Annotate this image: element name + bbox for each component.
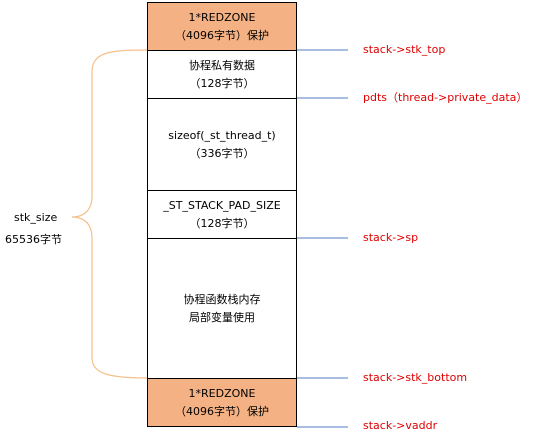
stack-memory-block: 协程函数栈内存 局部变量使用 bbox=[147, 238, 297, 378]
stk-top-pointer-label: stack->stk_top bbox=[363, 43, 446, 56]
stack-memory-line2: 局部变量使用 bbox=[189, 310, 255, 324]
sp-pointer-label: stack->sp bbox=[363, 231, 419, 244]
stack-memory-line1: 协程函数栈内存 bbox=[183, 292, 261, 306]
st-thread-line2: （336字节） bbox=[189, 146, 255, 160]
stk-bottom-pointer-label: stack->stk_bottom bbox=[363, 371, 468, 384]
vaddr-pointer-label: stack->vaddr bbox=[363, 419, 438, 432]
st-thread-line1: sizeof(_st_thread_t) bbox=[168, 128, 276, 142]
st-thread-block: sizeof(_st_thread_t) （336字节） bbox=[147, 98, 297, 190]
private-data-block: 协程私有数据 （128字节） bbox=[147, 50, 297, 98]
pad-line2: （128字节） bbox=[189, 216, 255, 230]
stk-size-name: stk_size bbox=[14, 211, 58, 224]
redzone-top-block: 1*REDZONE （4096字节）保护 bbox=[147, 2, 297, 50]
redzone-bottom-line1: 1*REDZONE bbox=[188, 386, 256, 400]
pad-line1: _ST_STACK_PAD_SIZE bbox=[163, 198, 281, 212]
stk-size-value: 65536字节 bbox=[5, 233, 62, 246]
redzone-bottom-line2: （4096字节）保护 bbox=[175, 404, 269, 418]
pdts-pointer-label: pdts（thread->private_data） bbox=[363, 91, 528, 104]
pad-block: _ST_STACK_PAD_SIZE （128字节） bbox=[147, 190, 297, 238]
redzone-top-line1: 1*REDZONE bbox=[188, 10, 256, 24]
redzone-bottom-block: 1*REDZONE （4096字节）保护 bbox=[147, 378, 297, 427]
stk-size-brace bbox=[71, 49, 148, 379]
private-data-line1: 协程私有数据 bbox=[189, 58, 255, 72]
redzone-top-line2: （4096字节）保护 bbox=[175, 28, 269, 42]
private-data-line2: （128字节） bbox=[189, 76, 255, 90]
